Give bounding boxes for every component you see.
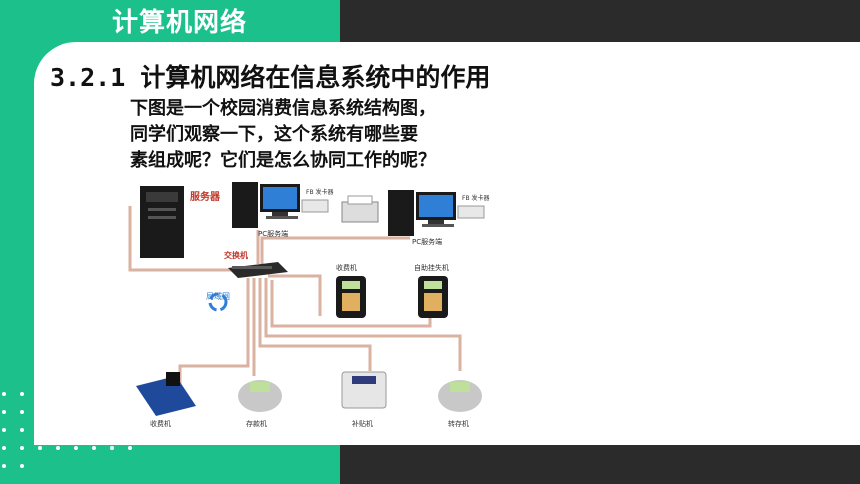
lan-label: 局域网 xyxy=(206,291,230,301)
switch-icon xyxy=(228,262,288,278)
subsidy-label: 补贴机 xyxy=(352,419,373,428)
pc-server-1-icon xyxy=(232,182,329,228)
intro-line: 素组成呢？它们是怎么协同工作的呢？ xyxy=(130,150,436,171)
pos-bottom-label: 收费机 xyxy=(150,419,171,428)
subsidy-machine-icon xyxy=(341,371,387,409)
intro-text: 下图是一个校园消费信息系统结构图， 同学们观察一下，这个系统有哪些要 素组成呢？… xyxy=(130,96,436,174)
server-label: 服务器 xyxy=(190,190,221,203)
printer-icon xyxy=(341,195,379,223)
section-number: 3.2.1 xyxy=(50,63,126,92)
section-title: 3.2.1 计算机网络在信息系统中的作用 xyxy=(50,58,490,94)
self-service-terminal-icon xyxy=(418,276,448,318)
network-diagram: 服务器 FB 发卡器 PC服务端 FB 发卡器 PC服务端 交换机 局域网 xyxy=(128,182,489,428)
transfer-label: 转存机 xyxy=(448,419,469,428)
transfer-machine-icon xyxy=(438,380,482,412)
card-issuer-label-1: FB 发卡器 xyxy=(306,188,333,196)
deposit-machine-icon xyxy=(238,380,282,412)
intro-line: 下图是一个校园消费信息系统结构图， xyxy=(130,98,436,119)
pc-server-label-1: PC服务端 xyxy=(258,229,288,238)
server-icon xyxy=(140,186,184,258)
header-title: 计算机网络 xyxy=(112,8,248,38)
deposit-label: 存款机 xyxy=(246,419,267,428)
pos-bottom-icon xyxy=(136,372,196,416)
self-service-label: 自助挂失机 xyxy=(414,263,449,272)
pc-server-2-icon xyxy=(388,190,485,236)
pc-server-label-2: PC服务端 xyxy=(412,237,442,246)
card-issuer-label-2: FB 发卡器 xyxy=(462,194,489,202)
pos-top-label: 收费机 xyxy=(336,263,357,272)
header-bar-dark xyxy=(340,0,860,34)
section-heading: 计算机网络在信息系统中的作用 xyxy=(140,63,491,92)
switch-label: 交换机 xyxy=(224,250,248,260)
intro-line: 同学们观察一下，这个系统有哪些要 xyxy=(130,124,418,145)
lan-recycle-icon xyxy=(208,292,228,312)
pos-terminal-icon xyxy=(336,276,366,318)
